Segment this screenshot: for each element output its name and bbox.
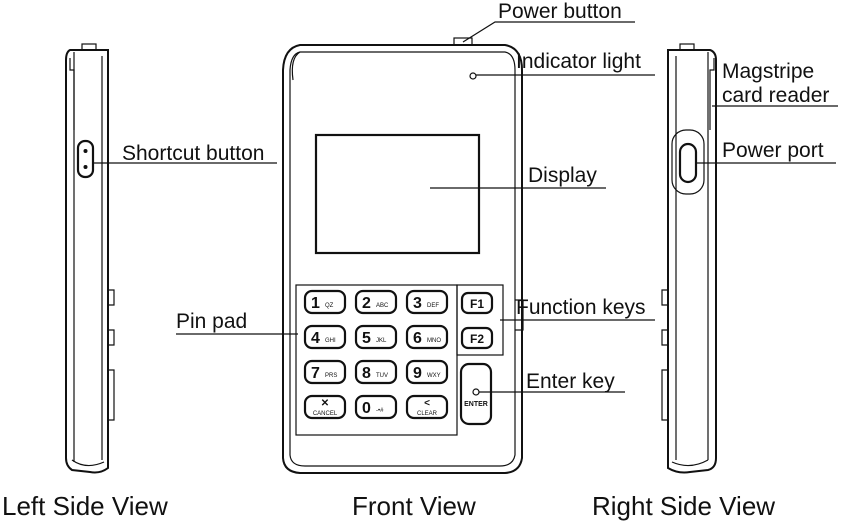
- pin-pad-key-sub: MNO: [427, 338, 441, 344]
- pin-pad-key-main: 6: [413, 330, 422, 347]
- power-button-label: Power button: [498, 0, 622, 23]
- left-side-view-caption: Left Side View: [2, 491, 168, 521]
- pin-pad-key-outline: [303, 289, 347, 315]
- pin-pad-frame: [295, 284, 458, 436]
- power-port-housing: [671, 129, 705, 195]
- left-side-view: [65, 43, 277, 474]
- pin-pad-key-sub: TUV: [376, 373, 388, 379]
- display-label: Display: [528, 164, 597, 187]
- enter-key[interactable]: [459, 362, 493, 426]
- f2-key[interactable]: [460, 326, 494, 350]
- front-view-caption: Front View: [352, 491, 476, 521]
- pin-pad-key-outline: [354, 289, 398, 315]
- pin-pad-key-main: 0: [362, 400, 371, 417]
- magstripe-label-line1: Magstripe: [722, 60, 814, 83]
- enter-key-label-callout: Enter key: [526, 370, 615, 393]
- pin-pad-key-sub: ABC: [376, 303, 389, 309]
- pin-pad-key[interactable]: 3 DEF: [405, 289, 449, 315]
- right-side-view-caption: Right Side View: [592, 491, 775, 521]
- front-view: 1 QZ 2 ABC 3 DEF 4 GHI 5 JKL 6 MNO 7 PRS 8 TUV 9 WXY ✕ CANC…: [282, 37, 524, 474]
- pin-pad-key-main: 7: [311, 365, 320, 382]
- shortcut-button-shape: [76, 139, 95, 179]
- pin-pad-key-outline: [303, 324, 347, 350]
- magstripe-label-line2: card reader: [722, 84, 829, 107]
- pin-pad-key[interactable]: 9 WXY: [405, 359, 449, 385]
- pin-pad-key-main: 3: [413, 295, 422, 312]
- pin-pad-key[interactable]: 7 PRS: [303, 359, 347, 385]
- pin-pad-key[interactable]: 0 -•#: [354, 394, 398, 420]
- power-port-label: Power port: [722, 139, 824, 162]
- pin-pad-key-sub: GHI: [325, 338, 336, 344]
- shortcut-button-label: Shortcut button: [122, 142, 264, 165]
- pin-pad-key-main: 8: [362, 365, 371, 382]
- function-keys-label: Function keys: [516, 296, 646, 319]
- pin-pad-key-main: 1: [311, 295, 320, 312]
- pin-pad-key[interactable]: 1 QZ: [303, 289, 347, 315]
- pin-pad-key-main: ✕: [321, 398, 329, 409]
- pin-pad-key[interactable]: 5 JKL: [354, 324, 398, 350]
- pin-pad-key[interactable]: 6 MNO: [405, 324, 449, 350]
- pin-pad-key-outline: [405, 359, 449, 385]
- pin-pad-key-outline: [354, 394, 398, 420]
- display-shape: [314, 133, 481, 255]
- pin-pad-key-outline: [303, 359, 347, 385]
- f1-key[interactable]: [460, 291, 494, 315]
- f1-key-label: F1: [470, 297, 484, 311]
- pin-pad-key[interactable]: 4 GHI: [303, 324, 347, 350]
- pin-pad-key-main: 2: [362, 295, 371, 312]
- pin-pad-key-main: 9: [413, 365, 422, 382]
- enter-key-label: ENTER: [464, 401, 488, 408]
- pin-pad-key-sub: JKL: [376, 338, 387, 344]
- f2-key-label: F2: [470, 332, 484, 346]
- pin-pad-key-sub: QZ: [325, 303, 334, 309]
- pin-pad-key-main: 5: [362, 330, 371, 347]
- pin-pad-key-sub: PRS: [325, 373, 337, 379]
- pin-pad-key-outline: [303, 394, 347, 420]
- pin-pad-key[interactable]: 2 ABC: [354, 289, 398, 315]
- pin-pad-key-main: <: [424, 398, 430, 409]
- pin-pad-key-main: 4: [311, 330, 320, 347]
- pin-pad-key-sub: -•#: [376, 408, 384, 414]
- pin-pad-label: Pin pad: [176, 310, 247, 333]
- indicator-light-label: Indicator light: [516, 50, 641, 73]
- pin-pad-key-outline: [354, 324, 398, 350]
- pin-pad-key-outline: [405, 289, 449, 315]
- pin-pad-key[interactable]: < CLEAR: [405, 394, 449, 420]
- pin-pad-key-sub: DEF: [427, 303, 439, 309]
- pin-pad-key[interactable]: 8 TUV: [354, 359, 398, 385]
- pin-pad-key-outline: [405, 394, 449, 420]
- indicator-light-shape: [469, 72, 477, 80]
- pin-pad-key-sub: CLEAR: [417, 411, 438, 417]
- pin-pad-key[interactable]: ✕ CANCEL: [303, 394, 347, 420]
- pin-pad-key-sub: CANCEL: [313, 411, 338, 417]
- right-side-view: [661, 43, 717, 474]
- pin-pad-key-outline: [354, 359, 398, 385]
- pin-pad-key-sub: WXY: [427, 373, 441, 379]
- pin-pad-key-outline: [405, 324, 449, 350]
- power-button-shape: [453, 37, 473, 46]
- keypad-keys: 1 QZ 2 ABC 3 DEF 4 GHI 5 JKL 6 MNO 7 PRS 8 TUV 9 WXY ✕ CANC…: [303, 289, 449, 420]
- leader-lines: [176, 21, 838, 393]
